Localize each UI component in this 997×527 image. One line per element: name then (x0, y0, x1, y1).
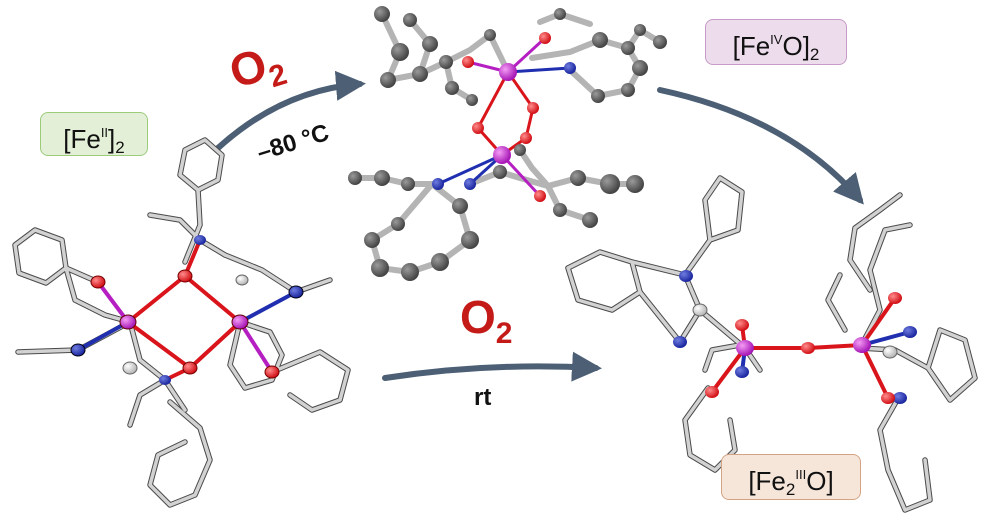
arrow-bottom (382, 351, 602, 382)
arrow-top (215, 70, 366, 151)
label-fe2-dimer: [FeII]2 (40, 112, 148, 157)
arrow-right (657, 87, 864, 205)
arrows (215, 70, 864, 382)
molecule-fe2iiio (565, 175, 978, 513)
label-fe2iiio: [Fe2IIIO] (721, 454, 861, 500)
label-feivo-dimer: [FeIVO]2 (705, 19, 847, 65)
molecule-feivo-dimer (348, 6, 667, 281)
molecule-fe2-dimer (12, 137, 351, 508)
condition-room-temperature: rt (474, 384, 492, 411)
reagent-o2-bottom: O2 (460, 291, 513, 350)
